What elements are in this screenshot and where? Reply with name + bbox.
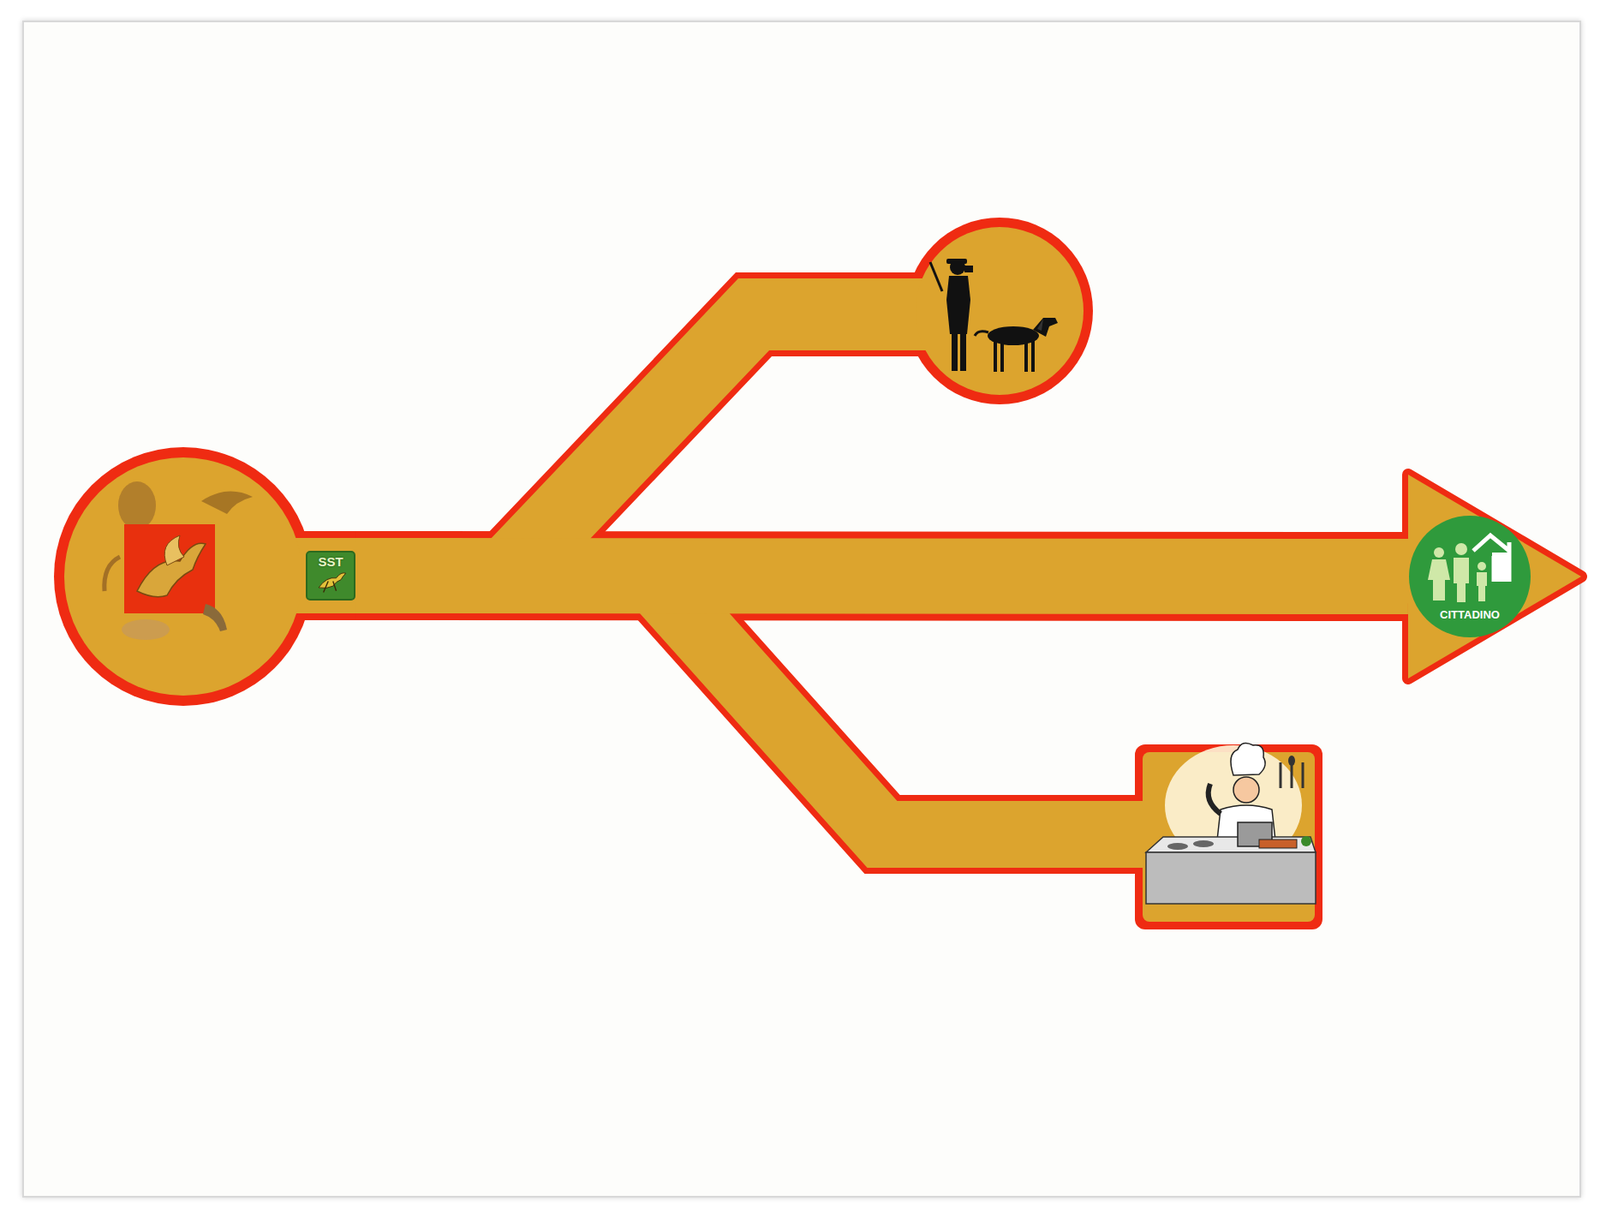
dog-tail [974,331,989,336]
chef-illustration [1146,742,1316,904]
pan-food [1259,839,1297,848]
region-emblem [104,481,253,640]
shape-outline [53,217,1582,930]
hunter-silhouette [930,258,1058,372]
arrowhead [1408,474,1582,679]
kitchen-utensils [1280,762,1303,789]
dog-leg [1031,340,1035,372]
circle-fill [915,226,1084,395]
hunter-hat [946,258,968,264]
pegasus-wing [164,535,185,566]
dog-head [1032,317,1058,337]
vegetable [1301,835,1312,847]
stove-top [1146,836,1316,853]
animal-figure [104,556,120,592]
trunk-connector [355,575,1409,577]
stove-body [1146,852,1316,904]
badge-node: SST [305,550,356,601]
branch-fill [650,575,1165,835]
chef-face [1233,776,1260,803]
animal-figure [118,481,156,530]
shape-fill [64,226,1582,922]
dog-leg [1000,340,1004,372]
circle-node: CITTADINO [1408,514,1532,639]
dog-ear [1037,318,1044,331]
animal-figure [202,603,227,632]
burner [1193,840,1214,848]
red-flag [124,524,215,614]
node-label: CITTADINO [1408,608,1532,621]
binoculars [964,265,974,273]
dog-leg [993,340,998,372]
connector-outline [355,575,1409,577]
hunter-leg [951,332,958,371]
kitchen-utensils [1288,755,1296,766]
chef-arm [1208,783,1221,814]
arrowhead-outline [1408,474,1582,679]
node-label: SST [307,555,354,569]
burner [1167,842,1189,850]
animal-figure [121,619,170,640]
circle-outline [53,447,313,706]
circle-fill [64,457,303,696]
rifle [930,262,943,292]
hunter-body [946,275,971,335]
dog-leg [1024,340,1028,372]
circle-outline [906,217,1093,405]
animal-figure [201,491,253,514]
branch-fill [505,314,986,576]
square-outline [1134,744,1323,930]
illustrations [104,258,1316,904]
hunter-leg [960,332,967,371]
chef-hat [1230,742,1266,776]
